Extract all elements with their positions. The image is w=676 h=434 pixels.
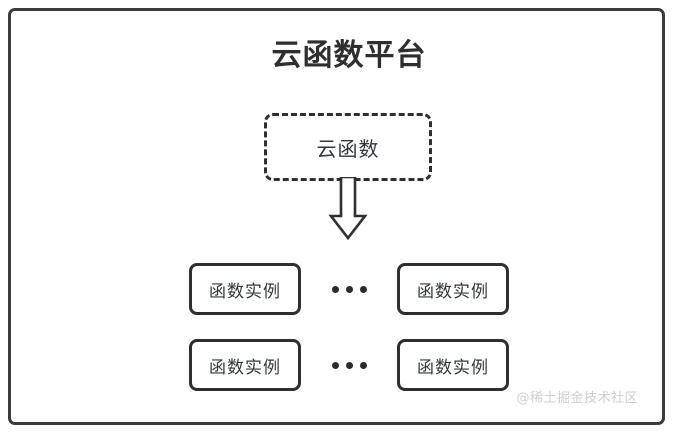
function-instance-box: 函数实例 [397,263,509,315]
page-title: 云函数平台 [271,38,427,73]
function-instance-label: 函数实例 [209,281,281,302]
watermark: @稀土掘金技术社区 [516,391,638,406]
dot-3 [359,285,367,293]
cloud-function-platform-container: 云函数平台 云函数 函数实例 函数实例 函数实例 [8,8,665,425]
function-instance-label: 函数实例 [209,357,281,378]
ellipsis-dots-icon [319,263,379,315]
cloud-function-node: 云函数 [264,113,432,181]
cloud-function-node-label: 云函数 [316,136,380,161]
function-instance-box: 函数实例 [189,263,301,315]
down-block-arrow-icon [324,175,372,243]
instance-row: 函数实例 函数实例 [189,263,509,315]
function-instance-box: 函数实例 [397,339,509,391]
dot-1 [331,285,339,293]
ellipsis-dots-icon [319,339,379,391]
dot-3 [359,361,367,369]
dot-2 [345,361,353,369]
instance-row: 函数实例 函数实例 [189,339,509,391]
function-instance-label: 函数实例 [417,357,489,378]
function-instance-label: 函数实例 [417,281,489,302]
function-instance-box: 函数实例 [189,339,301,391]
dot-2 [345,285,353,293]
dot-1 [331,361,339,369]
